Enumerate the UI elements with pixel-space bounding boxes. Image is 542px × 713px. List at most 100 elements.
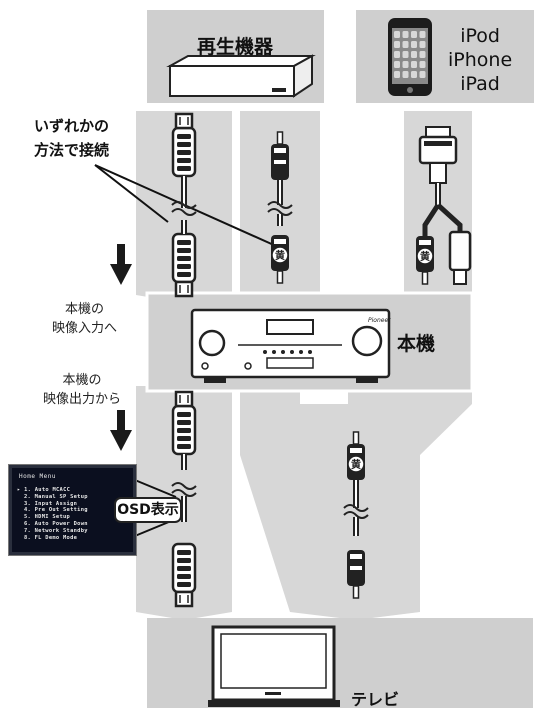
break-wave [171,208,197,216]
break-wave [267,208,293,216]
hdmi-plug-rib [177,248,191,253]
osd-menu-item: 8. FL Demo Mode [24,534,78,541]
osd-menu-item: 3. Input Assign [24,500,78,507]
from-output-line-2: 映像出力から [43,392,122,407]
ipod-text-group: iPod iPhone iPad [448,24,512,96]
cables: 黄黄黄 [171,112,472,608]
cable-break-mark [267,201,293,216]
rca-ring [274,148,286,153]
hdmi-plug-icon [171,232,197,298]
hdmi-plug-tip [174,590,194,608]
ipod-line: iPod [460,25,500,47]
to-receiver-input-note: 本機の 映像入力へ [52,300,117,338]
hdmi-plug-rib [177,158,191,163]
cable-wire [436,203,463,232]
hdmi-plug-icon [171,390,197,456]
rca-pin [421,271,429,285]
rca-pin [276,131,284,145]
receiver-button [281,350,285,354]
phone-home-button [407,87,413,93]
hdmi-plug-rib [177,582,191,587]
osd-menu-item: 5. HDMI Setup [24,514,71,521]
to-input-line-2: 映像入力へ [52,321,118,336]
rca-color-label: 黄 [351,458,361,471]
break-wave [171,201,197,209]
usb-plug-icon [448,230,472,285]
phone-app-icon [402,51,409,58]
phone-app-icon [419,51,426,58]
iphone-device-icon [388,18,432,96]
rca-color-label: 黄 [420,250,430,263]
break-wave [343,504,369,512]
osd-menu-title: Home Menu [19,473,57,480]
hdmi-plug-rib [177,256,191,261]
receiver-display [266,319,314,335]
phone-app-icon [411,31,417,38]
from-output-line-1: 本機の [62,373,102,388]
hdmi-plug-rib [177,566,191,571]
dock-grip [424,141,452,146]
phone-app-icon [402,61,409,68]
tv-panel [147,618,533,708]
receiver-button [290,350,294,354]
tv-device-icon [208,625,340,707]
receiver-label: 本機 [397,333,436,355]
player-label: 再生機器 [197,36,274,58]
phone-app-icon [411,41,417,48]
break-wave [171,482,197,490]
osd-badge: OSD表示 [114,497,182,523]
rca-ring [350,554,362,559]
osd-menu-list: 1. Auto MCACC 2. Manual SP Setup 3. Inpu… [17,487,88,541]
osd-menu-item: 2. Manual SP Setup [24,493,88,500]
dock-body [418,135,458,165]
receiver-front [190,308,391,379]
receiver-button [263,350,267,354]
rca-plug-icon [271,131,289,180]
hdmi-plug-rib [177,420,191,425]
phone-app-icon [402,31,409,38]
receiver-volume-knob [351,325,383,357]
usb-tip [453,269,467,285]
break-wave [267,201,293,209]
hdmi-plug-icon [171,542,197,608]
rca-plug-icon: 黄 [271,235,289,284]
phone-app-icon [394,61,400,68]
cable-break-mark [171,482,197,497]
rca-plug-icon [347,550,365,599]
down-arrow-icon [110,410,132,451]
cable-break-mark [171,201,197,216]
receiver-device-icon: Pioneer [190,308,391,383]
break-wave [171,489,197,497]
rca-color-badge [416,247,434,265]
phone-app-icon [419,41,426,48]
phone-app-icon [394,71,400,78]
hdmi-plug-rib [177,428,191,433]
osd-menu-item: 4. Pre Out Setting [24,507,88,514]
rca-plug-icon: 黄 [416,236,434,285]
usb-body [448,230,472,272]
rca-ring [274,239,286,244]
hdmi-plug-rib [177,272,191,277]
connect-note-line-2: 方法で接続 [34,141,110,159]
hdmi-plug-tip [174,390,194,408]
phone-app-icon [419,71,426,78]
receiver-foot [356,377,378,383]
hdmi-plug-tip [174,112,194,130]
cable-break-mark [343,504,369,519]
ipad-line: iPad [460,73,500,95]
dock-strain [429,162,447,184]
rca-ring [350,566,362,570]
ipod-dock-connector-icon [418,126,458,184]
tv-stand [208,700,340,707]
rca-ring [419,240,431,245]
dock-tip [425,126,451,138]
hdmi-plug-tip [174,280,194,298]
hdmi-plug-rib [177,264,191,269]
hdmi-plug-rib [177,444,191,449]
player-side [293,54,313,98]
tv-logo [265,692,281,695]
devices: Pioneer [166,18,432,707]
tv-label: テレビ [351,690,400,709]
rca-ring [274,160,286,164]
receiver-button [299,350,303,354]
